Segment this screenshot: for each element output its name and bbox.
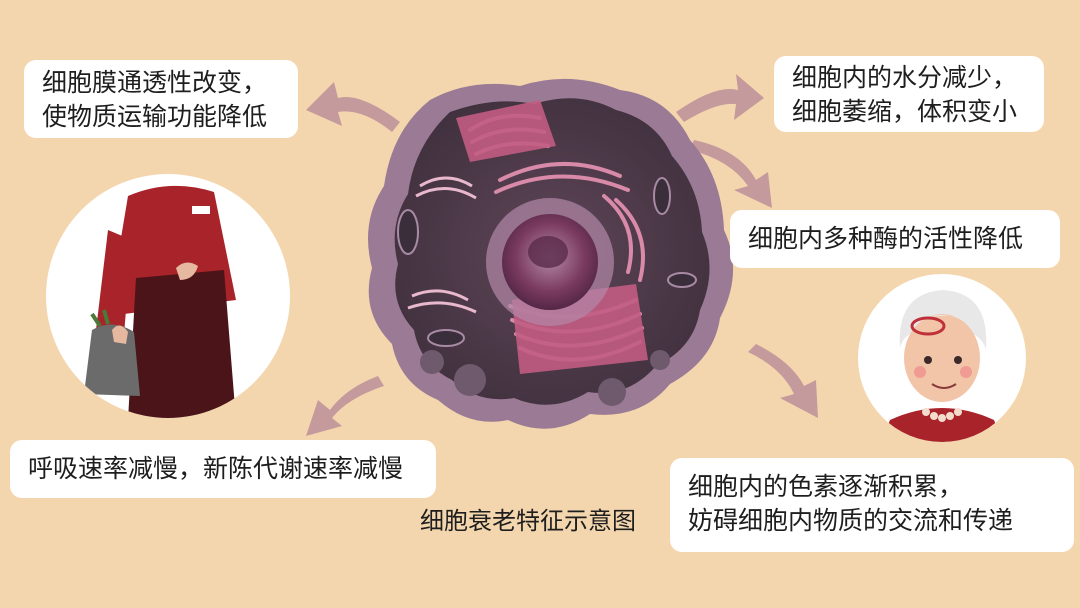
arrow-to-pigment — [748, 344, 818, 418]
annotation-membrane-line-1: 细胞膜通透性改变， — [42, 68, 268, 97]
arrows — [306, 74, 818, 436]
diagram-caption: 细胞衰老特征示意图 — [420, 507, 636, 535]
arrow-to-membrane — [306, 82, 400, 132]
arrow-to-enzyme — [690, 140, 772, 208]
annotation-pigment-line-2: 妨碍细胞内物质的交流和传递 — [688, 506, 1014, 535]
annotation-water-line-2: 细胞萎缩，体积变小 — [792, 97, 1018, 126]
person-with-bag-illustration — [46, 174, 290, 418]
annotation-respiration-line-1: 呼吸速率减慢，新陈代谢速率减慢 — [28, 454, 404, 483]
annotation-membrane: 细胞膜通透性改变， 使物质运输功能降低 — [24, 60, 298, 138]
annotation-water: 细胞内的水分减少， 细胞萎缩，体积变小 — [774, 56, 1044, 132]
mitochondria — [397, 177, 697, 347]
arrow-to-water — [676, 74, 764, 122]
annotation-enzyme-line-1: 细胞内多种酶的活性降低 — [748, 224, 1024, 253]
annotation-pigment-line-1: 细胞内的色素逐渐积累， — [688, 472, 964, 501]
arrow-to-respiration — [306, 376, 384, 436]
vesicles — [420, 350, 670, 406]
annotation-water-line-1: 细胞内的水分减少， — [792, 63, 1018, 92]
golgi — [407, 176, 477, 314]
elderly-woman-illustration — [858, 274, 1026, 442]
annotation-respiration: 呼吸速率减慢，新陈代谢速率减慢 — [10, 440, 436, 498]
senescent-cell-illustration — [368, 78, 734, 429]
annotation-pigment: 细胞内的色素逐渐积累， 妨碍细胞内物质的交流和传递 — [670, 458, 1074, 552]
nucleolus — [528, 236, 568, 268]
annotation-membrane-line-2: 使物质运输功能降低 — [42, 102, 268, 131]
annotation-enzyme: 细胞内多种酶的活性降低 — [730, 210, 1060, 268]
